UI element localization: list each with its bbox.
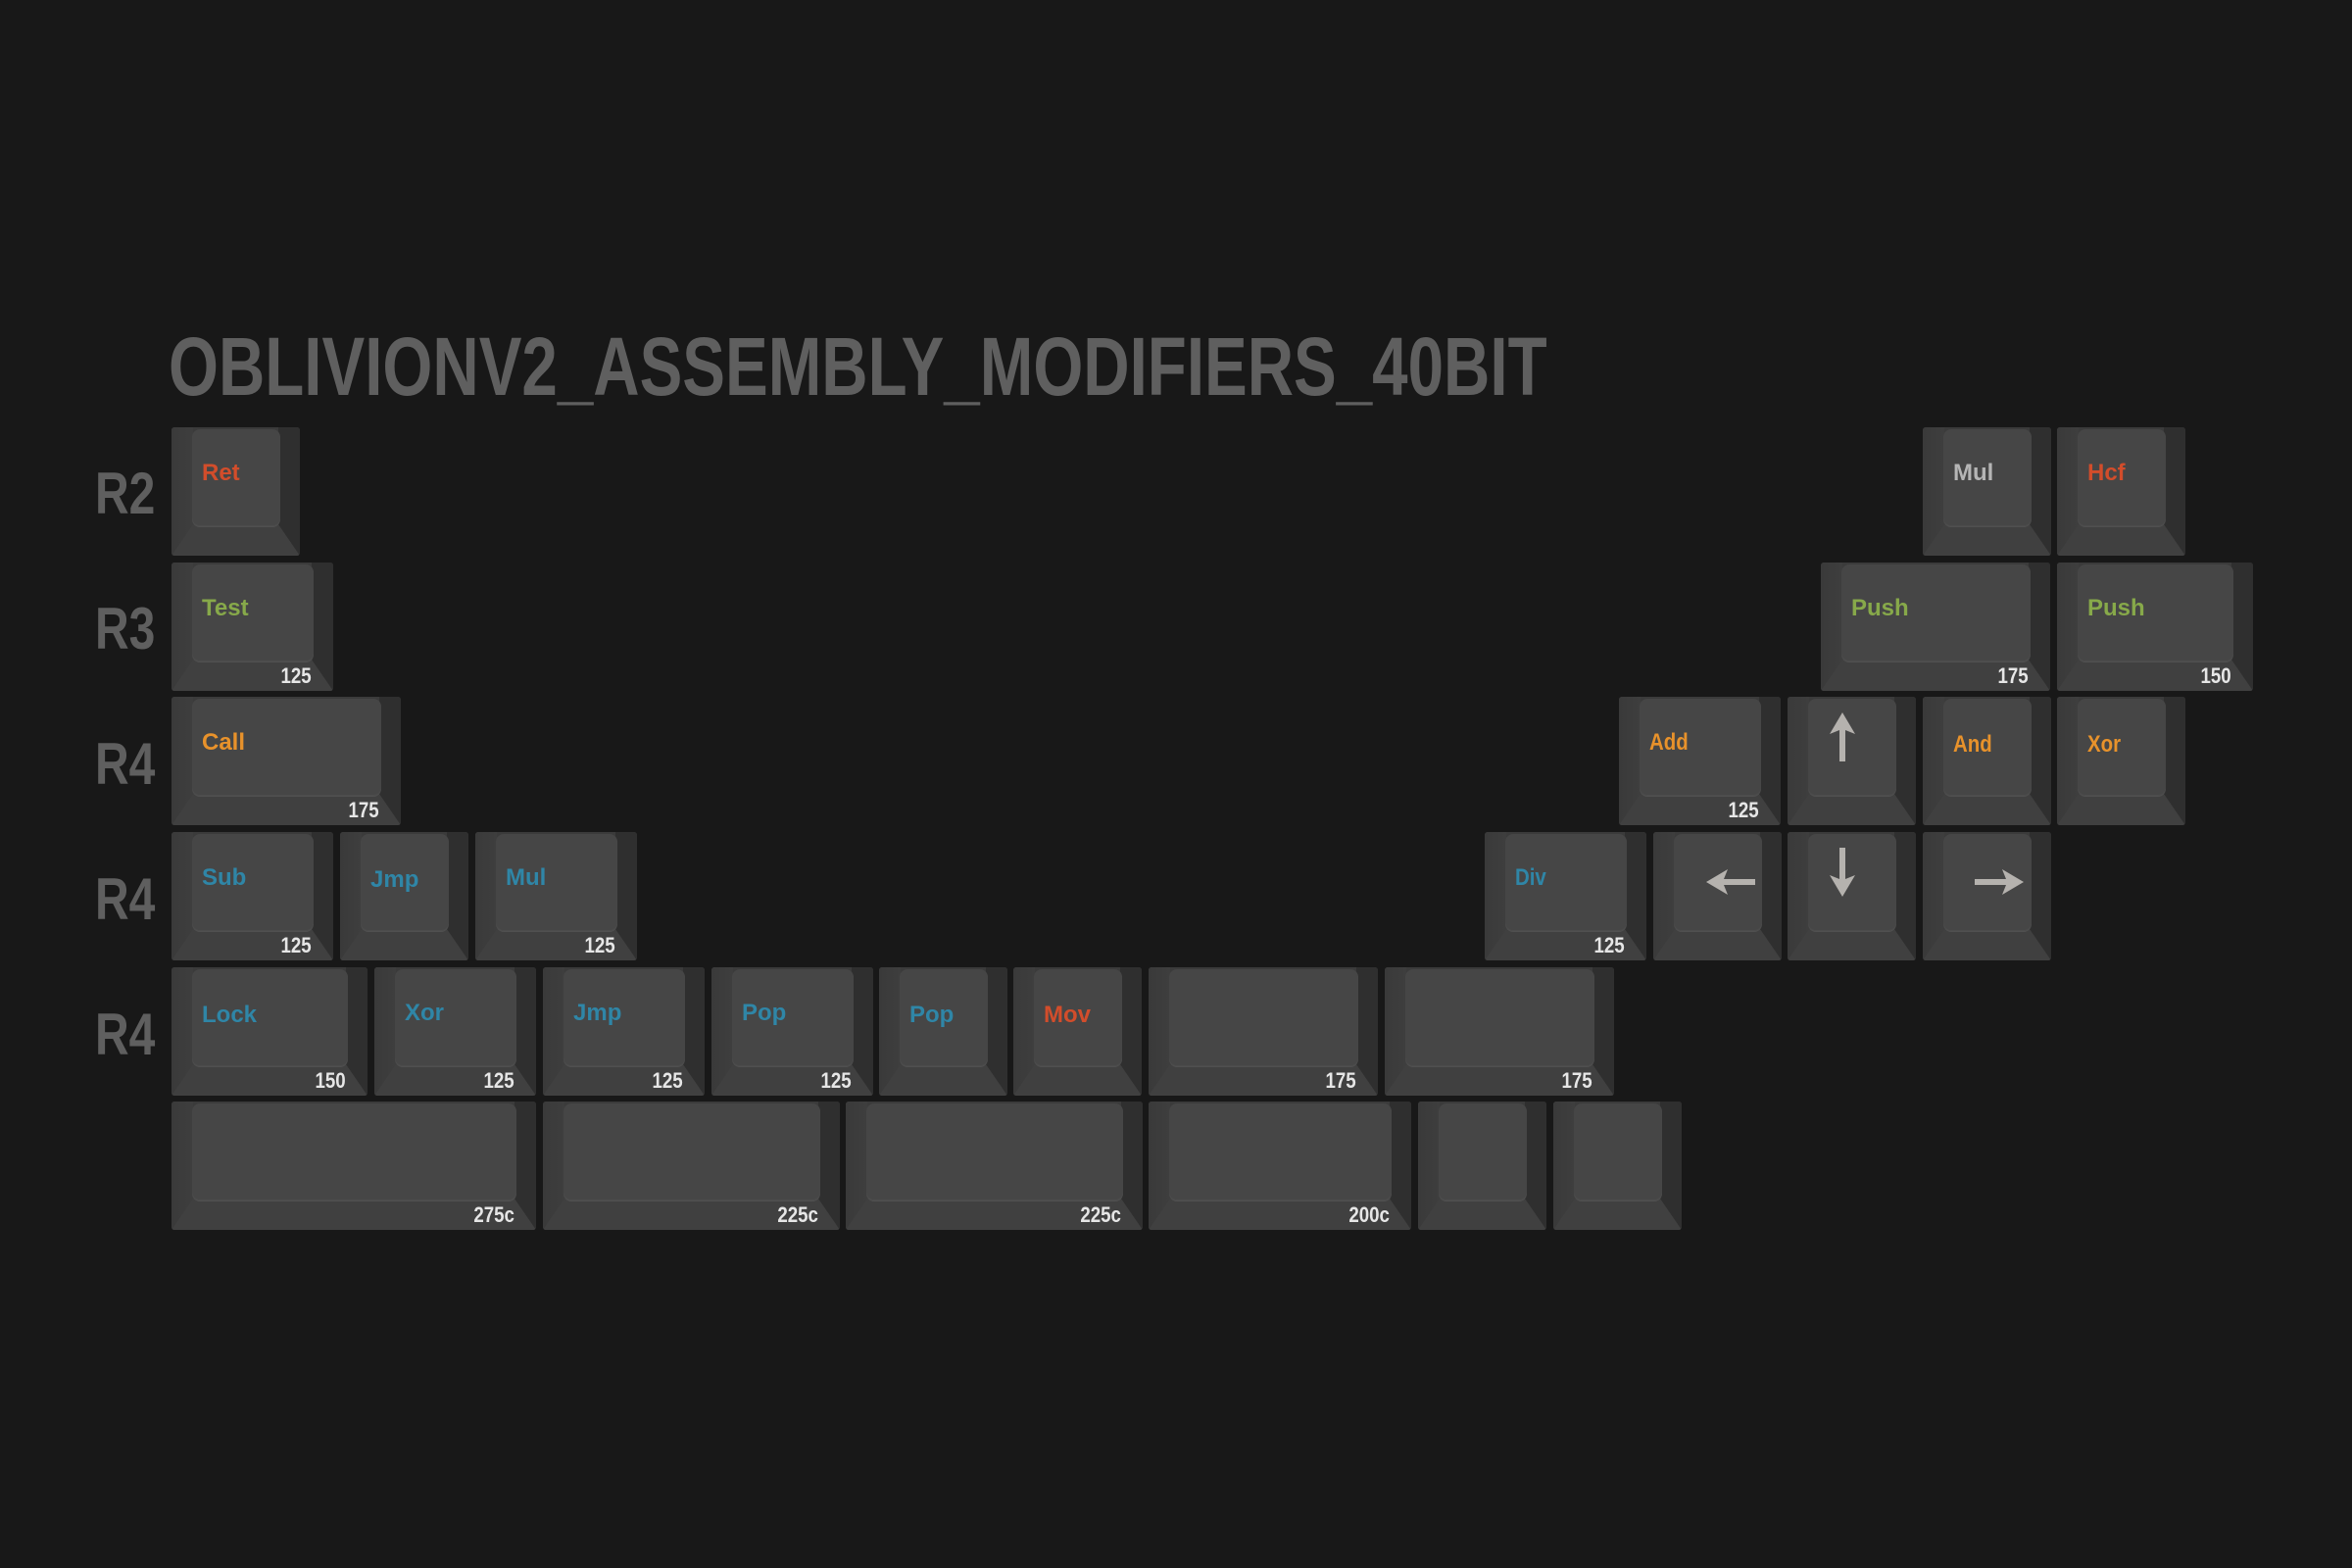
- keycap-right-arrow[interactable]: [1923, 832, 2051, 960]
- key-size-label: 125: [584, 933, 615, 957]
- keycap-mul[interactable]: Mul: [1923, 427, 2051, 556]
- keycap-left-arrow[interactable]: [1653, 832, 1782, 960]
- page-title: OBLIVIONV2_ASSEMBLY_MODIFIERS_40BIT: [169, 320, 1547, 413]
- key-legend: Lock: [202, 1002, 258, 1028]
- keycap-xor[interactable]: Xor: [2057, 697, 2185, 825]
- key-size-label: 125: [652, 1068, 683, 1093]
- keycap-jmp[interactable]: Jmp: [340, 832, 468, 960]
- keycap-up-arrow[interactable]: [1788, 697, 1916, 825]
- key-legend: Jmp: [573, 1000, 622, 1026]
- row-label-r4: R4: [95, 1002, 156, 1067]
- key-size-label: 150: [315, 1068, 346, 1093]
- keycap-div[interactable]: Div 125: [1485, 832, 1646, 960]
- key-legend: Push: [1851, 595, 1909, 621]
- key-size-label: 275c: [473, 1202, 514, 1227]
- keycap-push[interactable]: Push 175: [1821, 563, 2050, 691]
- keycap-mov[interactable]: Mov: [1013, 967, 1142, 1096]
- key-legend: Add: [1649, 729, 1689, 756]
- key-size-label: 175: [348, 798, 379, 822]
- right-arrow-icon: [1943, 834, 2032, 931]
- up-arrow-icon: [1808, 699, 1896, 796]
- down-arrow-icon: [1808, 834, 1896, 931]
- keycap-spacebar-225[interactable]: 225c: [543, 1102, 840, 1230]
- key-size-label: 175: [1997, 663, 2029, 688]
- key-size-label: 225c: [1080, 1202, 1121, 1227]
- keycap-pop[interactable]: Pop 125: [711, 967, 873, 1096]
- key-legend: Div: [1515, 864, 1546, 891]
- key-legend: Hcf: [2087, 460, 2126, 486]
- key-size-label: 150: [2200, 663, 2231, 688]
- row-label-r2: R2: [95, 461, 156, 526]
- keycap-lock[interactable]: Lock 150: [172, 967, 368, 1096]
- keycap-call[interactable]: Call 175: [172, 697, 401, 825]
- key-legend: Test: [202, 595, 249, 621]
- key-legend: Mul: [506, 864, 547, 891]
- key-size-label: 125: [483, 1068, 514, 1093]
- key-legend: Sub: [202, 864, 247, 891]
- key-legend: Pop: [742, 1000, 787, 1026]
- key-legend: And: [1953, 731, 1992, 758]
- key-legend: Xor: [2087, 731, 2122, 758]
- key-size-label: 125: [280, 933, 312, 957]
- keycap-ret[interactable]: Ret: [172, 427, 300, 556]
- key-size-label: 125: [820, 1068, 852, 1093]
- key-legend: Xor: [405, 1000, 445, 1026]
- key-legend: Mul: [1953, 460, 1994, 486]
- keycap-spacebar-200[interactable]: 200c: [1149, 1102, 1411, 1230]
- row-label-r4: R4: [95, 731, 156, 797]
- keycap-down-arrow[interactable]: [1788, 832, 1916, 960]
- keycap-push[interactable]: Push 150: [2057, 563, 2253, 691]
- key-size-label: 125: [280, 663, 312, 688]
- key-legend: Mov: [1044, 1002, 1091, 1028]
- key-legend: Call: [202, 729, 246, 756]
- key-legend: Pop: [909, 1002, 955, 1028]
- key-size-label: 125: [1593, 933, 1625, 957]
- keycap-xor[interactable]: Xor 125: [374, 967, 536, 1096]
- key-size-label: 200c: [1348, 1202, 1390, 1227]
- keycap-blank-1u[interactable]: [1553, 1102, 1682, 1230]
- key-size-label: 175: [1561, 1068, 1592, 1093]
- keycap-test[interactable]: Test 125: [172, 563, 333, 691]
- keycap-sub[interactable]: Sub 125: [172, 832, 333, 960]
- keycap-blank-175[interactable]: 175: [1149, 967, 1378, 1096]
- keycap-spacebar-225[interactable]: 225c: [846, 1102, 1143, 1230]
- keycap-mul[interactable]: Mul 125: [475, 832, 637, 960]
- key-size-label: 225c: [777, 1202, 818, 1227]
- key-legend: Push: [2087, 595, 2145, 621]
- key-legend: Ret: [202, 460, 240, 486]
- keycap-pop[interactable]: Pop: [879, 967, 1007, 1096]
- key-size-label: 175: [1325, 1068, 1356, 1093]
- row-label-r4: R4: [95, 866, 156, 932]
- key-size-label: 125: [1728, 798, 1759, 822]
- keycap-and[interactable]: And: [1923, 697, 2051, 825]
- keycap-jmp[interactable]: Jmp 125: [543, 967, 705, 1096]
- keycap-hcf[interactable]: Hcf: [2057, 427, 2185, 556]
- keycap-blank-175[interactable]: 175: [1385, 967, 1614, 1096]
- keycap-blank-1u[interactable]: [1418, 1102, 1546, 1230]
- row-label-r3: R3: [95, 596, 156, 662]
- left-arrow-icon: [1674, 834, 1762, 931]
- key-legend: Jmp: [370, 866, 419, 893]
- keycap-spacebar-275[interactable]: 275c: [172, 1102, 536, 1230]
- keycap-add[interactable]: Add 125: [1619, 697, 1781, 825]
